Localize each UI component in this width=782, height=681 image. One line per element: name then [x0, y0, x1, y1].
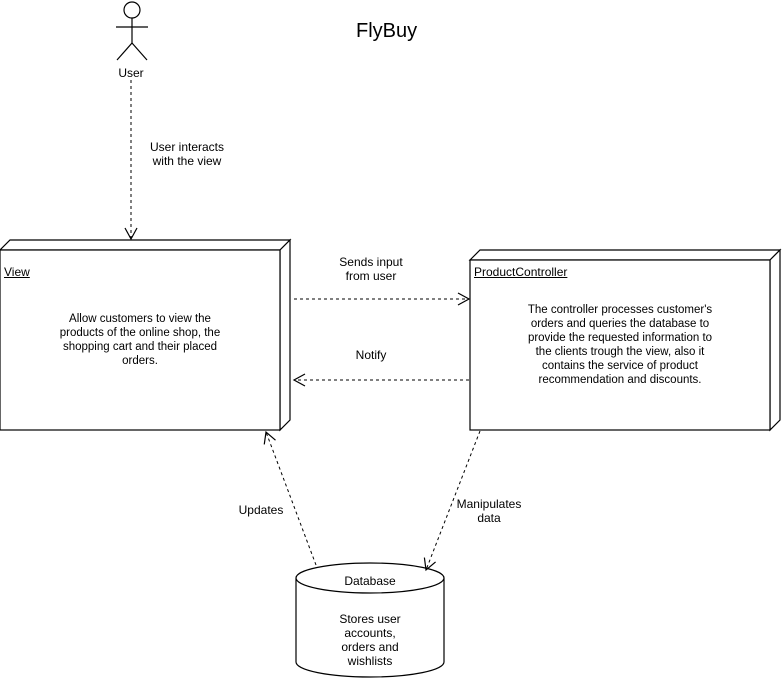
database-node-title: Database [344, 574, 396, 588]
edge-label-manipulates-data: Manipulates data [456, 497, 522, 525]
edge-label-notify: Notify [355, 348, 387, 362]
product-controller-node[interactable] [468, 248, 782, 432]
view-node-title: View [4, 265, 30, 279]
edge-label-updates: Updates [238, 503, 284, 517]
product-controller-node-title: ProductController [474, 265, 568, 279]
view-node[interactable] [0, 238, 292, 432]
user-actor-label: User [118, 66, 144, 80]
edge-label-sends-input: Sends input from user [339, 255, 403, 283]
edge-controller-to-database[interactable] [423, 430, 481, 572]
product-controller-node-description: The controller processes customer's orde… [527, 304, 713, 386]
edge-label-user-interacts: User interacts with the view [149, 140, 225, 168]
user-actor-icon[interactable] [116, 1, 148, 61]
edge-database-to-view[interactable] [263, 430, 317, 566]
diagram-title: FlyBuy [356, 20, 418, 42]
view-node-description: Allow customers to view the products of … [59, 313, 221, 367]
database-node[interactable] [295, 562, 445, 678]
database-node-description: Stores user accounts, orders and wishlis… [339, 612, 401, 668]
